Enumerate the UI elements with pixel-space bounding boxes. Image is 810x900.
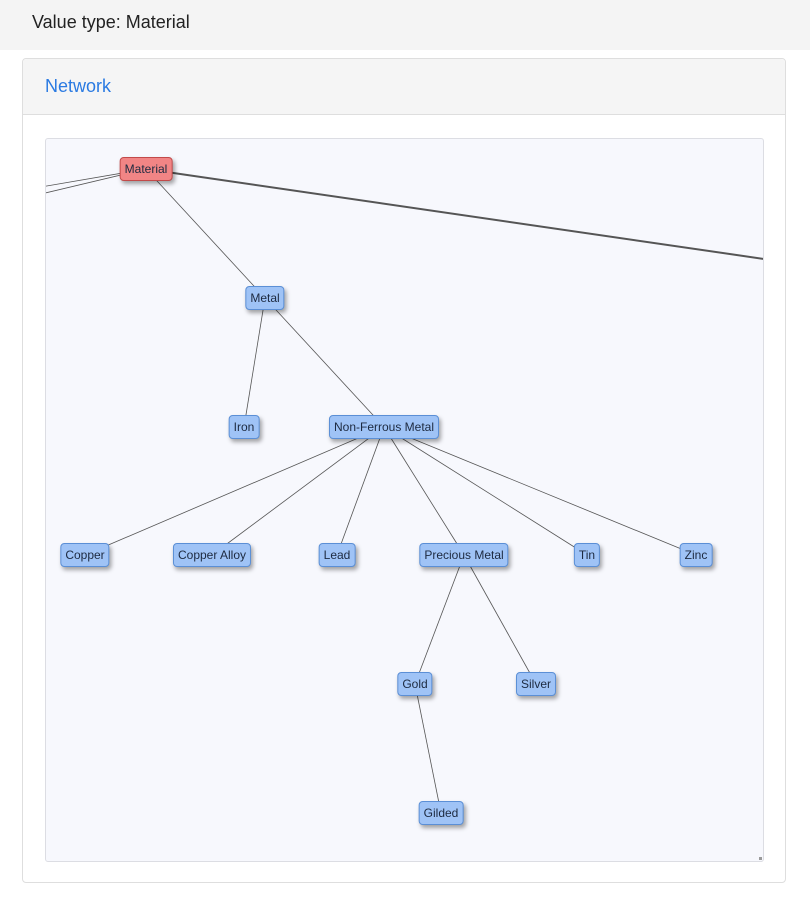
edge-nonferrous-copperalloy [211, 426, 385, 556]
edge-metal-iron [243, 297, 266, 428]
page-title: Value type: Material [32, 12, 190, 32]
node-lead[interactable]: Lead [318, 543, 356, 567]
edge-nonferrous-lead [336, 426, 385, 556]
edge-nonferrous-tin [383, 426, 588, 556]
page-header: Value type: Material [0, 0, 810, 50]
edge-offscreen-right [145, 168, 763, 260]
node-silver[interactable]: Silver [515, 672, 557, 696]
node-copperalloy[interactable]: Copper Alloy [172, 543, 252, 567]
edge-metal-nonferrous [264, 297, 385, 428]
edge-precious-gold [414, 554, 465, 685]
resize-handle[interactable] [759, 857, 762, 860]
edge-precious-silver [463, 554, 537, 685]
tab-network[interactable]: Network [45, 76, 112, 96]
edge-nonferrous-zinc [383, 426, 697, 556]
node-iron[interactable]: Iron [228, 415, 260, 439]
edge-nonferrous-precious [383, 426, 465, 556]
network-edges [46, 168, 763, 814]
node-nonferrous[interactable]: Non-Ferrous Metal [328, 415, 440, 439]
edge-gold-gilded [414, 683, 442, 814]
node-material[interactable]: Material [119, 157, 173, 181]
node-gold[interactable]: Gold [397, 672, 433, 696]
node-tin[interactable]: Tin [573, 543, 601, 567]
node-precious[interactable]: Precious Metal [419, 543, 509, 567]
node-zinc[interactable]: Zinc [679, 543, 713, 567]
node-metal[interactable]: Metal [245, 286, 285, 310]
node-gilded[interactable]: Gilded [418, 801, 464, 825]
node-copper[interactable]: Copper [60, 543, 110, 567]
edge-material-metal [145, 168, 266, 299]
panel-header: Network [23, 59, 785, 115]
edge-nonferrous-copper [84, 426, 385, 556]
